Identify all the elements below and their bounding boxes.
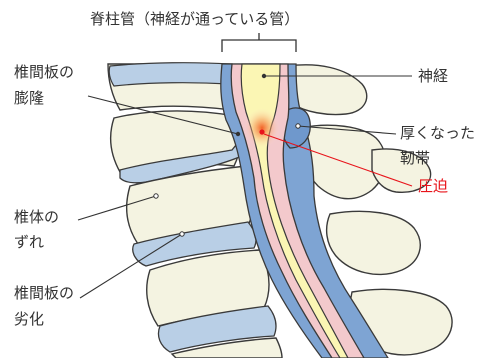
label-vertebra-shift-line1: 椎体の [14,208,59,226]
label-ligament-line2: 靭帯 [400,149,430,167]
leader-vertebra-shift [77,195,157,221]
leader-lines [77,75,413,299]
spinal-canal [220,63,389,358]
compression-point [259,129,265,135]
leader-disc-bulge [87,95,239,135]
vertebral-bodies [107,62,283,358]
label-disc-bulge-line1: 椎間板の [14,63,74,81]
label-disc-bulge-line2: 膨隆 [14,89,44,107]
leader-dot-bulge [235,131,241,137]
leader-dot-nerve [261,73,267,79]
leader-dot-degeneration [179,231,185,237]
leader-dot-ligament [295,123,301,129]
leader-dot-shift [153,193,159,199]
disc-bottom [157,305,277,353]
compression-glow [244,108,280,148]
label-vertebra-shift-line2: ずれ [14,233,44,251]
canal-bracket [221,33,297,52]
disc-degenerated [132,221,257,267]
label-nerve: 神経 [418,67,448,85]
leader-ligament [297,125,397,135]
spinous-process-mid [371,148,432,193]
diagram-title: 脊柱管（神経が通っている管） [90,10,299,28]
label-disc-degeneration-line2: 劣化 [14,310,44,328]
label-ligament-line1: 厚くなった [400,124,475,142]
disc-top [108,62,233,87]
leader-disc-degeneration [79,233,183,299]
vertebra-bottom [170,337,283,358]
leader-compression [263,133,413,187]
label-compression: 圧迫 [418,177,448,195]
label-disc-degeneration-line1: 椎間板の [14,284,74,302]
posterior-lamina-lower [325,210,421,276]
posterior-lamina-top [287,64,368,116]
